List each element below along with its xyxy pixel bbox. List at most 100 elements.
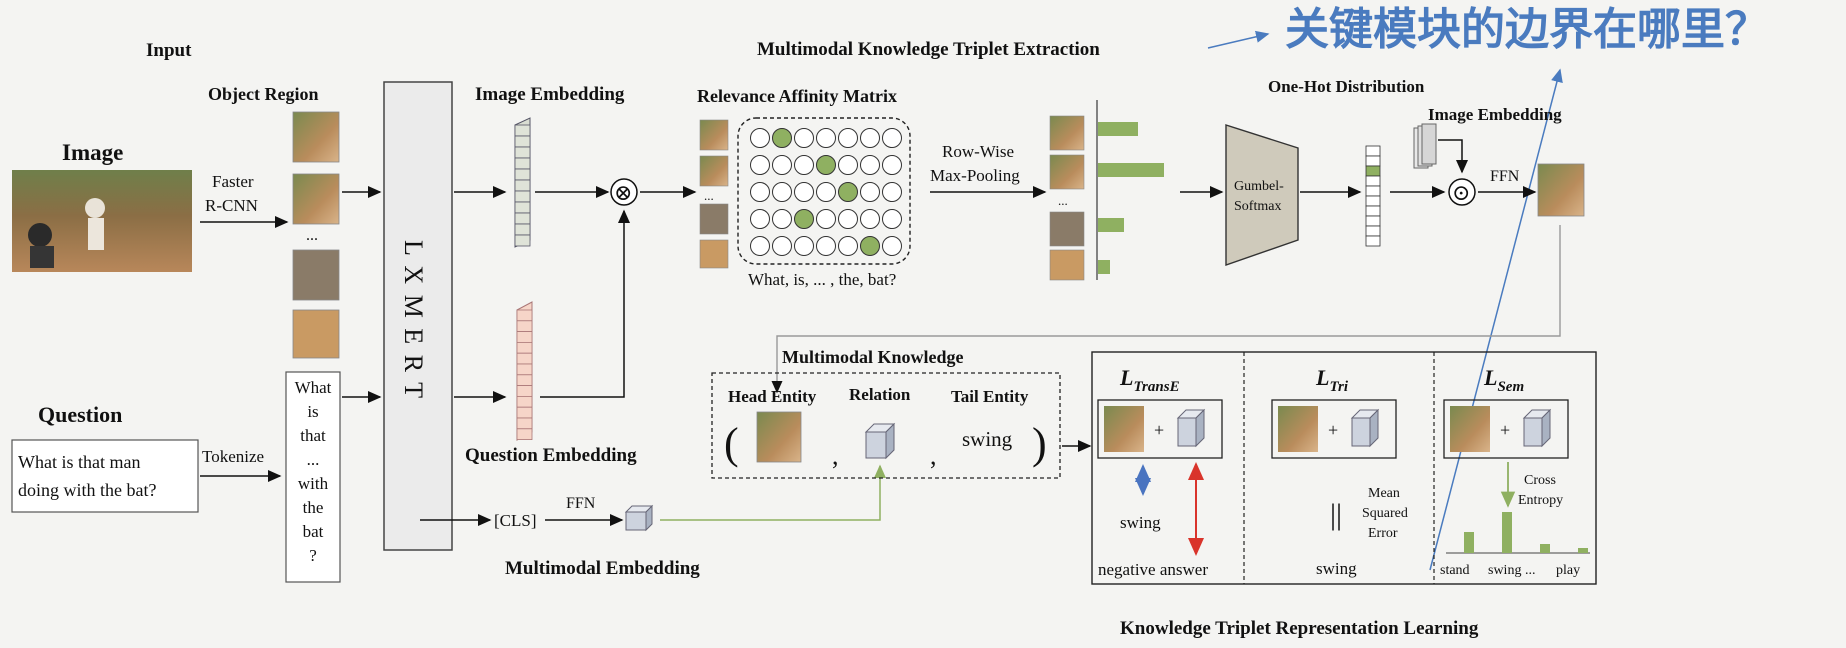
question-embedding-column bbox=[516, 301, 533, 441]
head-entity-image bbox=[756, 411, 802, 463]
rcnn-label: R-CNN bbox=[205, 196, 258, 215]
gumbel-softmax-block bbox=[1225, 124, 1299, 266]
embedding-cell bbox=[514, 146, 531, 159]
token: bat bbox=[303, 522, 324, 541]
max-pooling-label: Max-Pooling bbox=[930, 166, 1020, 185]
loss-tri: LTri bbox=[1315, 365, 1349, 395]
token: the bbox=[303, 498, 324, 517]
matrix-circle bbox=[838, 155, 858, 175]
tail-entity-label: Tail Entity bbox=[951, 387, 1029, 406]
embedding-cell bbox=[516, 406, 533, 419]
triplet-comma-1: , bbox=[832, 441, 839, 470]
mse-line-1: Mean bbox=[1368, 486, 1400, 501]
embedding-cell bbox=[516, 417, 533, 430]
pooled-ellipsis: ... bbox=[1058, 193, 1068, 208]
representation-learning-heading: Knowledge Triplet Representation Learnin… bbox=[1120, 618, 1479, 639]
question-embedding-heading: Question Embedding bbox=[465, 445, 637, 466]
image-embedding-2-heading: Image Embedding bbox=[1428, 105, 1562, 124]
matrix-circle bbox=[838, 209, 858, 229]
lxmert-label: L X M E R T bbox=[399, 240, 428, 400]
multimodal-embedding-cube bbox=[624, 504, 654, 532]
token: is bbox=[307, 402, 318, 421]
one-hot-cell bbox=[1365, 215, 1381, 227]
matrix-circle bbox=[816, 182, 836, 202]
matrix-circle-active bbox=[794, 209, 814, 229]
embedding-cell bbox=[516, 385, 533, 397]
matrix-circle-active bbox=[838, 182, 858, 202]
one-hot-cell bbox=[1365, 165, 1381, 177]
tri-plus: + bbox=[1328, 420, 1338, 440]
matrix-circle bbox=[860, 155, 880, 175]
transe-box bbox=[1097, 399, 1223, 459]
loss-sem: LSem bbox=[1483, 365, 1524, 395]
embedding-cell bbox=[516, 331, 533, 343]
mse-line-3: Error bbox=[1368, 526, 1398, 541]
matrix-circle bbox=[772, 155, 792, 175]
pooled-thumbnails: ... bbox=[1049, 115, 1085, 281]
token-box bbox=[285, 371, 341, 583]
question-line-2: doing with the bat? bbox=[18, 480, 156, 500]
token: ? bbox=[309, 546, 317, 565]
multimodal-knowledge-heading: Multimodal Knowledge bbox=[782, 347, 964, 367]
loss-panel bbox=[1091, 351, 1597, 585]
head-entity-label: Head Entity bbox=[728, 387, 817, 406]
negative-answer-label: negative answer bbox=[1098, 560, 1208, 579]
one-hot-cell bbox=[1365, 195, 1381, 207]
input-heading: Input bbox=[146, 40, 192, 61]
image-embedding-heading: Image Embedding bbox=[475, 84, 625, 105]
tri-image bbox=[1278, 406, 1318, 452]
image-embedding-column bbox=[514, 117, 531, 248]
sem-axis-swing: swing ... bbox=[1488, 563, 1535, 578]
token: that bbox=[300, 426, 326, 445]
otimes-symbol: ⊗ bbox=[614, 180, 632, 205]
region-ellipsis: ... bbox=[306, 227, 318, 244]
matrix-circle bbox=[860, 209, 880, 229]
object-regions: ... bbox=[292, 111, 340, 359]
object-region-heading: Object Region bbox=[208, 84, 318, 104]
transe-image bbox=[1104, 406, 1144, 452]
triplet-comma-2: , bbox=[930, 441, 937, 470]
annotation-arrow-2 bbox=[1429, 68, 1563, 571]
tail-entity-value: swing bbox=[962, 427, 1013, 451]
embedding-cell bbox=[514, 190, 531, 203]
sem-plus: + bbox=[1500, 420, 1510, 440]
row-wise-label: Row-Wise bbox=[942, 142, 1014, 161]
matrix-circle bbox=[882, 155, 902, 175]
matrix-circle-active bbox=[860, 236, 880, 256]
ffn-label-1: FFN bbox=[566, 495, 596, 512]
annotation-arrow-1 bbox=[1207, 30, 1270, 49]
one-hot-cell bbox=[1365, 225, 1381, 237]
output-to-head-entity-arrow bbox=[771, 225, 1561, 394]
tokenize-label: Tokenize bbox=[202, 447, 264, 466]
one-hot-cell bbox=[1365, 185, 1381, 197]
embedding-cell bbox=[514, 168, 531, 181]
matrix-circle bbox=[750, 128, 770, 148]
sem-box bbox=[1443, 399, 1569, 459]
embedding-cell bbox=[514, 223, 531, 236]
matrix-circle bbox=[750, 182, 770, 202]
relevance-matrix-heading: Relevance Affinity Matrix bbox=[697, 86, 897, 106]
sem-cube bbox=[1522, 408, 1552, 448]
mse-line-2: Squared bbox=[1362, 506, 1408, 521]
cross-entropy-2: Entropy bbox=[1518, 493, 1563, 508]
embedding-cell bbox=[516, 363, 533, 376]
transe-plus: + bbox=[1154, 420, 1164, 440]
one-hot-cell bbox=[1365, 145, 1381, 157]
otimes-node bbox=[610, 178, 638, 206]
matrix-circle bbox=[882, 128, 902, 148]
one-hot-cell bbox=[1365, 175, 1381, 187]
one-hot-heading: One-Hot Distribution bbox=[1268, 77, 1425, 96]
matrix-circle bbox=[816, 236, 836, 256]
matrix-circle bbox=[816, 128, 836, 148]
one-hot-cell bbox=[1365, 235, 1381, 247]
odot-symbol: ⊙ bbox=[1452, 180, 1470, 205]
tri-parallel: || bbox=[1330, 498, 1342, 531]
token: ... bbox=[307, 450, 320, 469]
token: with bbox=[298, 474, 329, 493]
transe-swing: swing bbox=[1120, 513, 1161, 532]
multimodal-embedding-heading: Multimodal Embedding bbox=[505, 558, 700, 579]
transe-cube bbox=[1176, 408, 1206, 448]
